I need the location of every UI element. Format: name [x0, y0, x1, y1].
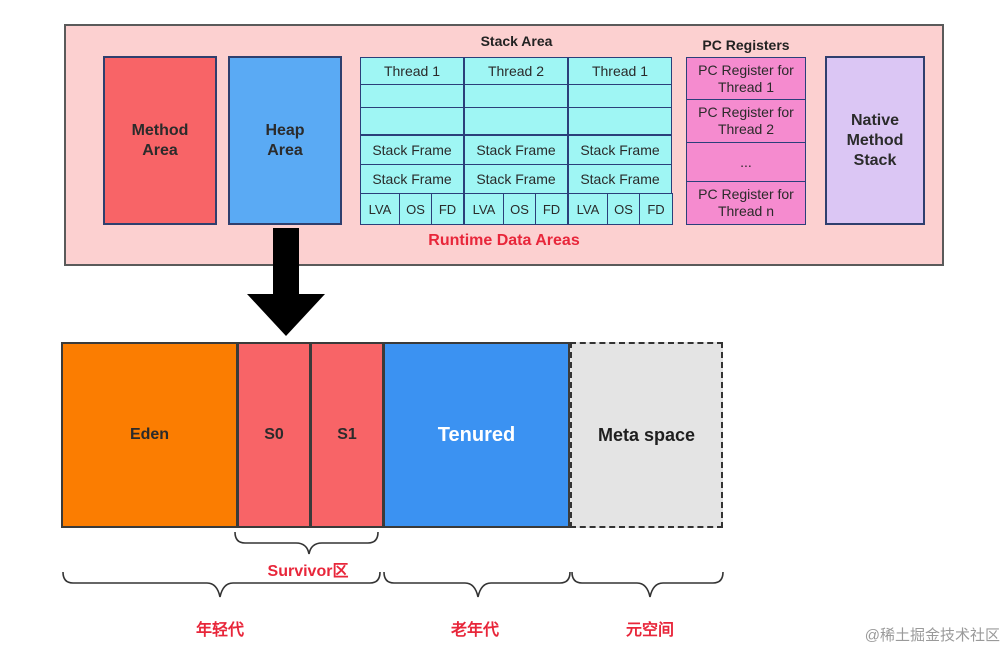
empty-cell: [464, 107, 568, 135]
lva-cell: LVA: [568, 193, 608, 225]
s1-label: S1: [337, 426, 357, 443]
native-method-stack-block: Native Method Stack: [825, 56, 925, 225]
tenured-block: Tenured: [383, 342, 570, 528]
heap-area-label: Heap Area: [265, 121, 305, 159]
stack-frame-cell: Stack Frame: [360, 135, 464, 165]
eden-block: Eden: [61, 342, 238, 528]
stack-frame-cell: Stack Frame: [464, 135, 568, 165]
method-area-label: Method Area: [131, 121, 189, 159]
young-gen-label: 年轻代: [195, 622, 244, 639]
stack-frame-cell: Stack Frame: [568, 164, 672, 194]
stack-frame-cell: Stack Frame: [464, 164, 568, 194]
empty-cell: [464, 83, 568, 109]
empty-cell: [568, 107, 672, 135]
pc-register-cell: PC Register for Thread 2: [686, 99, 806, 143]
watermark: @稀土掘金技术社区: [864, 627, 1000, 644]
native-method-stack-label: Native Method Stack: [846, 111, 904, 169]
os-cell: OS: [503, 193, 536, 225]
old-gen-label: 老年代: [450, 622, 499, 639]
thread-column: Thread 1 Stack Frame Stack Frame LVA OS …: [360, 57, 464, 225]
pc-register-ellipsis-cell: ...: [686, 142, 806, 182]
runtime-data-areas-label: Runtime Data Areas: [428, 232, 580, 249]
heap-area-block: Heap Area: [228, 56, 342, 225]
down-arrow-icon: [247, 228, 325, 336]
stack-area-title: Stack Area: [480, 33, 553, 49]
empty-cell: [568, 83, 672, 109]
survivor-brace: [234, 531, 379, 555]
thread-column: Thread 1 Stack Frame Stack Frame LVA OS …: [568, 57, 673, 225]
fd-cell: FD: [639, 193, 673, 225]
s1-block: S1: [310, 342, 384, 528]
fd-cell: FD: [431, 193, 464, 225]
thread-cell: Thread 1: [360, 57, 464, 85]
pc-register-label: PC Register for Thread 2: [698, 104, 794, 137]
pc-register-label: PC Register for Thread n: [698, 186, 794, 219]
thread-cell: Thread 2: [464, 57, 568, 85]
pc-register-label: PC Register for Thread 1: [698, 61, 794, 95]
lva-cell: LVA: [464, 193, 504, 225]
eden-label: Eden: [129, 426, 170, 443]
s0-label: S0: [264, 426, 284, 443]
empty-cell: [360, 83, 464, 109]
os-cell: OS: [399, 193, 432, 225]
os-cell: OS: [607, 193, 640, 225]
meta-brace: [571, 571, 724, 598]
pc-registers-title: PC Registers: [702, 37, 790, 53]
stack-frame-cell: Stack Frame: [360, 164, 464, 194]
empty-cell: [360, 107, 464, 135]
lva-cell: LVA: [360, 193, 400, 225]
thread-column: Thread 2 Stack Frame Stack Frame LVA OS …: [464, 57, 568, 225]
survivor-label: Survivor区: [267, 563, 349, 580]
s0-block: S0: [237, 342, 311, 528]
pc-register-cell: PC Register for Thread n: [686, 181, 806, 225]
pc-register-cell: PC Register for Thread 1: [686, 57, 806, 100]
meta-space-gen-label: 元空间: [625, 622, 674, 639]
old-gen-brace: [383, 571, 571, 598]
stack-area-grid: Thread 1 Stack Frame Stack Frame LVA OS …: [360, 57, 673, 225]
tenured-label: Tenured: [437, 423, 516, 446]
meta-space-block: Meta space: [570, 342, 723, 528]
fd-cell: FD: [535, 193, 568, 225]
method-area-block: Method Area: [103, 56, 217, 225]
pc-register-ellipsis: ...: [740, 153, 752, 170]
stack-frame-cell: Stack Frame: [568, 135, 672, 165]
thread-cell: Thread 1: [568, 57, 672, 85]
meta-space-label: Meta space: [597, 424, 696, 445]
